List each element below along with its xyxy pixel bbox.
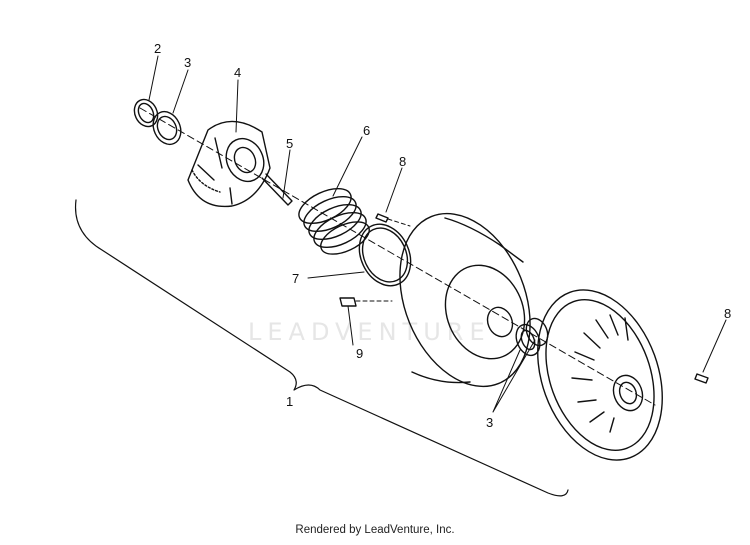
bushing-parts xyxy=(515,317,549,357)
callout-9: 9 xyxy=(356,346,363,361)
render-credit: Rendered by LeadVenture, Inc. xyxy=(295,524,455,536)
cam-helix-part xyxy=(187,120,271,208)
band-part xyxy=(358,223,412,287)
callout-8: 8 xyxy=(399,154,406,169)
bolt-part xyxy=(339,297,393,307)
movable-sheave-part xyxy=(537,289,663,461)
screw-part-lower xyxy=(694,373,709,384)
callout-3-bushings: 3 xyxy=(486,415,493,430)
callout-8-lower: 8 xyxy=(724,306,731,321)
snap-ring-part xyxy=(133,98,159,128)
callout-4: 4 xyxy=(234,65,241,80)
washer-part xyxy=(152,110,182,146)
callout-5: 5 xyxy=(286,136,293,151)
center-axis xyxy=(139,107,656,406)
callout-2: 2 xyxy=(154,41,161,56)
stationary-sheave-part xyxy=(399,212,531,388)
leader-lines xyxy=(148,55,727,413)
callout-1: 1 xyxy=(286,394,293,409)
screw-part-upper xyxy=(375,213,411,227)
callout-7: 7 xyxy=(292,271,299,286)
pin-part xyxy=(261,173,293,206)
callout-6: 6 xyxy=(363,123,370,138)
spring-part xyxy=(298,187,370,255)
brace-item-1 xyxy=(74,199,569,497)
watermark: LEADVENTURE xyxy=(248,318,491,346)
callout-3: 3 xyxy=(184,55,191,70)
